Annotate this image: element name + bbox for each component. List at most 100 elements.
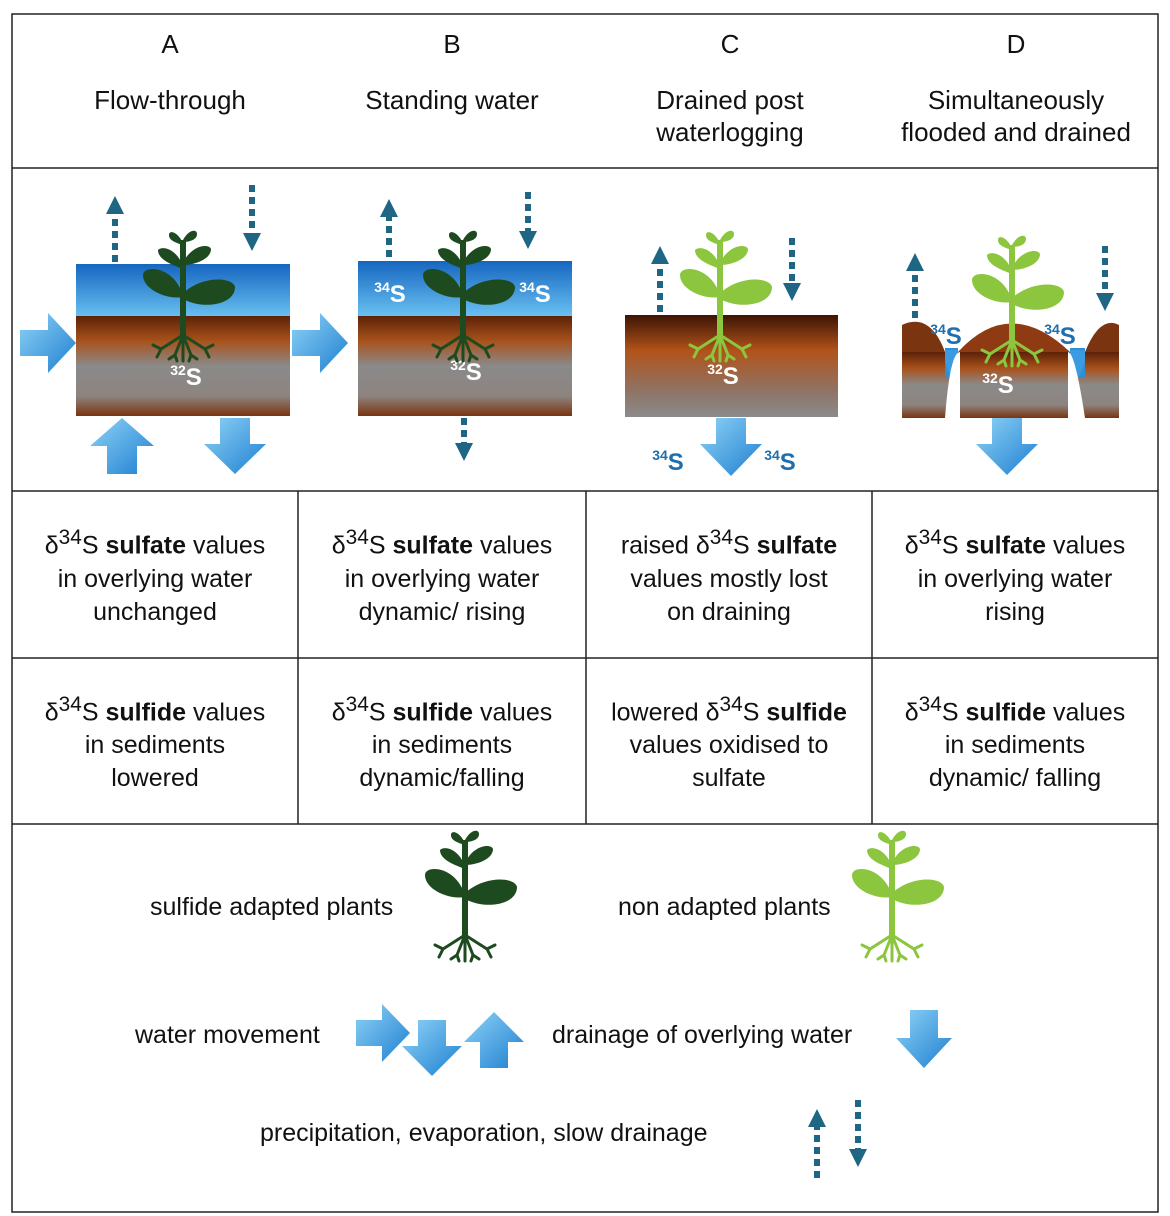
cell-text: lowered [111,764,199,793]
sulfate-cell-d: δ34S sulfate values in overlying water ris… [872,492,1158,658]
legend-non-adapted-plants: non adapted plants [618,893,831,921]
cell-bold: sulfate [965,531,1047,560]
plants-layer [143,230,1064,963]
column-title: Standing water [365,85,539,115]
cell-bold: sulfate [105,531,187,560]
cell-sup: 34 [918,692,942,716]
panel-b-s34-right: 34S [519,279,551,308]
sulfide-cell-d: δ34S sulfide values in sediments dynamic/ … [872,659,1158,824]
column-title: Simultaneously [927,85,1105,115]
legend-water-movement: water movement [135,1021,320,1049]
cell-text: dynamic/falling [359,764,525,793]
column-title: Drained post [656,85,804,115]
precipitation-evaporation-arrows [106,185,1114,1178]
cell-text: values [186,698,266,727]
legend-adapted-plants: sulfide adapted plants [150,893,394,921]
cell-bold: sulfide [392,698,474,727]
column-title-line2: waterlogging [656,117,804,147]
cell-text: dynamic/ falling [928,764,1102,793]
cell-text: in sediments [84,731,226,760]
cell-bold: sulfide [965,698,1047,727]
legend-drainage: drainage of overlying water [552,1021,853,1049]
column-letter: A [161,29,179,59]
column-letter: B [443,29,461,59]
non-adapted-plant-icon [680,230,772,363]
cell-text: values [1046,698,1126,727]
cell-text: on draining [667,597,791,626]
legend-precipitation: precipitation, evaporation, slow drainag… [260,1119,708,1147]
sulfate-cell-c: raised δ34S sulfate values mostly lost on … [586,492,872,658]
cell-sup: 34 [58,692,82,716]
panel-b-s34-left: 34S [374,279,406,308]
cell-text: in sediments [371,731,513,760]
cell-text: sulfate [692,764,766,793]
column-header-d: D Simultaneously flooded and drained [874,28,1158,148]
cell-sup: 34 [58,526,82,550]
arrow-down-icon [402,1020,462,1076]
arrow-right-icon [20,313,76,373]
cell-text: S [941,698,966,727]
cell-text: in sediments [944,731,1086,760]
column-header-b: B Standing water [322,28,582,116]
cell-text: values mostly lost [630,564,828,593]
cell-text: in overlying water [344,564,540,593]
cell-bold: sulfide [105,698,187,727]
cell-text: S [941,531,966,560]
cell-sup: 34 [345,526,369,550]
panel-d-s34-left: 34S [930,321,962,350]
table-grid [11,13,1159,1213]
cell-text: values [473,531,553,560]
column-title-line2: flooded and drained [901,117,1131,147]
arrow-down-icon [204,418,266,474]
column-title: Flow-through [94,85,246,115]
cell-text: δ [44,698,59,727]
cell-sup: 34 [709,526,733,550]
adapted-plant-icon [423,230,515,363]
adapted-plant-icon [143,230,235,363]
cell-text: in overlying water [57,564,253,593]
cell-text: S [732,531,757,560]
cell-text: rising [985,597,1045,626]
cell-text: dynamic/ rising [358,597,526,626]
non-adapted-plant-icon [972,235,1064,368]
cell-sup: 34 [918,526,942,550]
cell-text: S [742,698,767,727]
column-letter: D [1006,29,1026,59]
cell-text: values [1046,531,1126,560]
non-adapted-plant-icon [852,830,944,963]
cell-text: S [368,698,393,727]
arrow-right-icon [292,313,348,373]
adapted-plant-icon [425,830,517,963]
cell-text: values oxidised to [629,731,829,760]
arrow-up-icon [90,418,154,474]
panel-d-s34-right: 34S [1044,321,1076,350]
cell-text: values [186,531,266,560]
panel-c-s34-right: 34S [764,447,796,476]
cell-bold: sulfate [392,531,474,560]
cell-sup: 34 [719,692,743,716]
column-header-a: A Flow-through [40,28,300,116]
column-header-c: C Drained post waterlogging [600,28,860,148]
cell-text: S [81,531,106,560]
cell-text: S [368,531,393,560]
panel-c-drained: 32S 34S 34S [625,315,838,476]
panel-a-s32-label: 32S [170,362,202,391]
cell-text: in overlying water [917,564,1113,593]
cell-text: δ [331,698,346,727]
cell-text: δ [904,698,919,727]
arrow-down-icon [896,1010,952,1068]
arrow-down-icon [700,418,762,476]
cell-text: δ [904,531,919,560]
cell-bold: sulfide [766,698,847,727]
cell-text: raised δ [620,531,710,560]
panel-d-s32-label: 32S [982,370,1014,399]
panel-c-s32-label: 32S [707,361,739,390]
cell-bold: sulfate [756,531,838,560]
panel-c-s34-left: 34S [652,447,684,476]
